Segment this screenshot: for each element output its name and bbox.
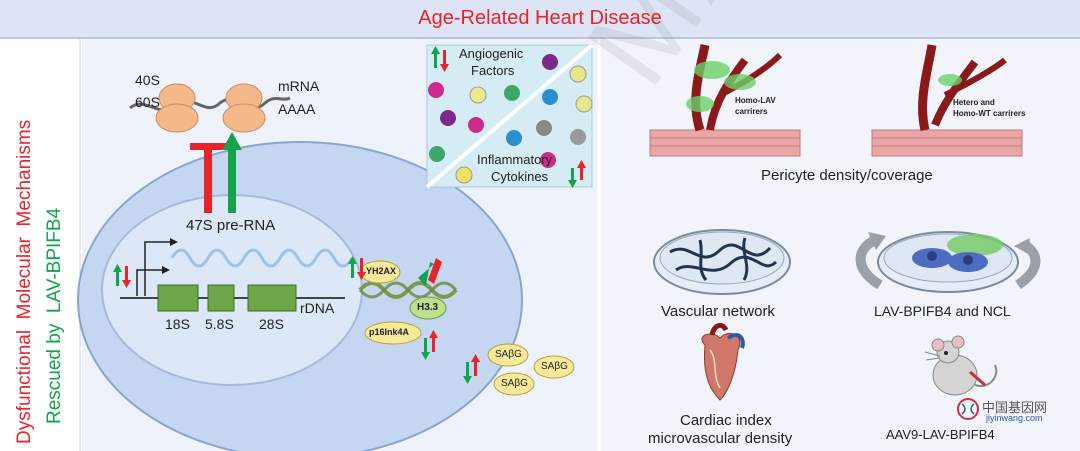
sabg-bubble-2 — [533, 355, 575, 379]
vessel-homo-lav — [649, 44, 801, 157]
title-banner: Age-Related Heart Disease — [0, 0, 1080, 39]
label-rdna: rDNA — [300, 300, 335, 316]
page-title: Age-Related Heart Disease — [418, 7, 662, 29]
label-h33: H3.3 — [417, 302, 439, 313]
mouse-illustration — [924, 335, 998, 396]
inhibition-bar — [190, 143, 226, 213]
label-inflammatory-1: Inflammatory — [477, 152, 553, 167]
label-mrna: mRNA — [278, 78, 320, 94]
activation-arrow — [222, 132, 242, 213]
label-hetero-1: Hetero and — [953, 98, 995, 107]
label-homo-lav-2: carrirers — [735, 107, 768, 116]
label-p16: p16Ink4A — [369, 327, 410, 337]
label-angiogenic-2: Factors — [471, 63, 515, 78]
logo-cn-text: 中国基因网 — [982, 400, 1048, 415]
label-58s: 5.8S — [205, 316, 234, 332]
label-28s: 28S — [259, 316, 284, 332]
h33-bubble — [409, 296, 447, 320]
ribosome-left — [155, 83, 199, 133]
gene-18s — [157, 284, 199, 312]
label-lav-ncl: LAV-BPIFB4 and NCL — [874, 303, 1011, 319]
label-vascular: Vascular network — [661, 303, 775, 320]
label-pre-rna: 47S pre-RNA — [186, 217, 276, 234]
petri-dish-vascular — [653, 229, 791, 295]
logo-url: jiyinwang.com — [986, 413, 1043, 423]
sabg-bubble-1 — [487, 343, 529, 367]
p16-bubble — [364, 321, 422, 345]
label-cardiac-1: Cardiac index — [680, 412, 772, 429]
label-sabg-3: SAβG — [501, 378, 528, 389]
label-18s: 18S — [165, 316, 190, 332]
promoter-arrow-1 — [144, 241, 170, 296]
sidebar: Dysfunctional Molecular Mechanisms Rescu… — [0, 39, 80, 451]
vessel-hetero — [871, 44, 1023, 157]
gene-58s — [207, 284, 235, 312]
gene-28s — [247, 284, 297, 312]
label-cardiac-2: microvascular density — [648, 430, 793, 447]
label-sabg-1: SAβG — [495, 349, 522, 360]
label-pericyte: Pericyte density/coverage — [761, 167, 933, 184]
label-angiogenic-1: Angiogenic — [459, 46, 524, 61]
label-60s: 60S — [135, 94, 160, 110]
label-sabg-2: SAβG — [541, 361, 568, 372]
label-inflammatory-2: Cytokines — [491, 169, 549, 184]
label-yh2ax: YH2AX — [366, 266, 397, 276]
label-hetero-2: Homo-WT carrirers — [953, 109, 1026, 118]
factors-box — [425, 43, 594, 189]
petri-dish-cells — [855, 231, 1041, 293]
updown-arrows-helix — [348, 256, 480, 384]
sabg-bubble-3 — [493, 372, 535, 396]
site-logo — [957, 398, 979, 420]
updown-arrows-nucleus — [113, 264, 131, 288]
label-homo-lav-1: Homo-LAV — [735, 96, 776, 105]
pre-rna-wave — [170, 248, 354, 268]
label-40s: 40S — [135, 72, 160, 88]
heart-illustration — [701, 322, 745, 401]
promoter-arrow-2 — [136, 269, 162, 296]
ribosome-right — [222, 83, 266, 133]
label-aav9: AAV9-LAV-BPIFB4 — [886, 427, 995, 442]
label-polya: AAAA — [278, 101, 316, 117]
